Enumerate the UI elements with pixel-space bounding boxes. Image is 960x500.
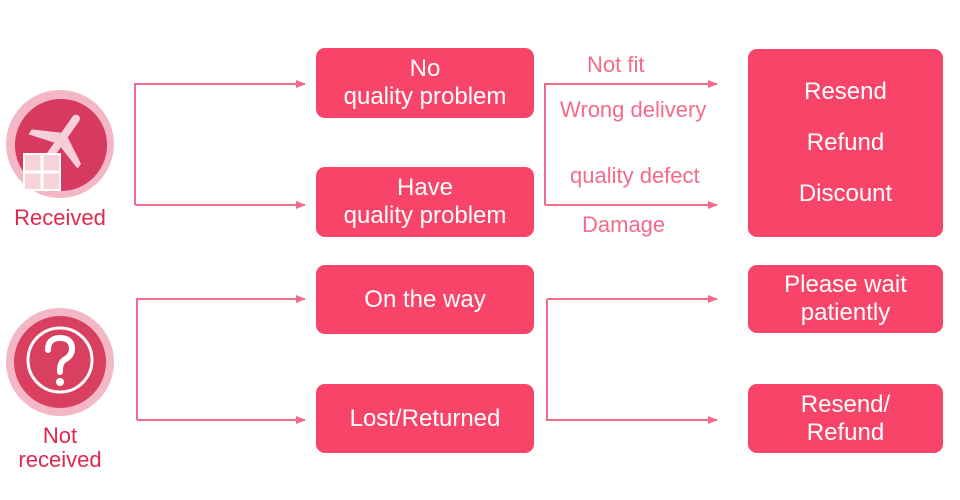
please-wait-line1: Please wait [784, 271, 907, 298]
question-mark-icon [6, 308, 114, 416]
have-quality-problem-line2: quality problem [343, 202, 507, 229]
solution-refund: Refund [806, 129, 885, 156]
please-wait-box: Please wait patiently [748, 265, 943, 333]
reason-damage: Damage [582, 212, 666, 237]
please-wait-line2: patiently [800, 299, 891, 326]
not-received-label-line1: Not [42, 423, 78, 448]
on-the-way-box: On the way [316, 265, 534, 334]
not-received-label-line2: received [18, 447, 102, 472]
no-quality-problem-line1: No [409, 55, 441, 82]
reason-not-fit: Not fit [587, 52, 645, 77]
resend-refund-box: Resend/ Refund [748, 384, 943, 453]
have-quality-problem-line1: Have [396, 174, 454, 201]
resend-refund-line2: Refund [806, 418, 885, 446]
arrow-to-solutions-top [544, 80, 718, 205]
resend-refund-line1: Resend/ [800, 390, 891, 418]
arrow-to-resend-refund [546, 299, 718, 424]
no-quality-problem-line2: quality problem [343, 83, 507, 110]
on-the-way-label: On the way [364, 285, 486, 313]
lost-returned-label: Lost/Returned [349, 404, 501, 432]
have-quality-problem-box: Have quality problem [316, 167, 534, 237]
solution-discount: Discount [798, 180, 893, 207]
reason-wrong-delivery: Wrong delivery [560, 97, 707, 122]
airplane-package-icon [6, 90, 114, 198]
arrow-received-to-no-problem [134, 80, 306, 205]
not-received-label: Not received [4, 424, 116, 472]
lost-returned-box: Lost/Returned [316, 384, 534, 453]
arrow-not-received-to-on-the-way [136, 295, 306, 420]
solutions-box: Resend Refund Discount [748, 49, 943, 237]
received-label: Received [14, 205, 106, 230]
no-quality-problem-box: No quality problem [316, 48, 534, 118]
reason-quality-defect: quality defect [570, 163, 700, 188]
solution-resend: Resend [804, 78, 887, 105]
